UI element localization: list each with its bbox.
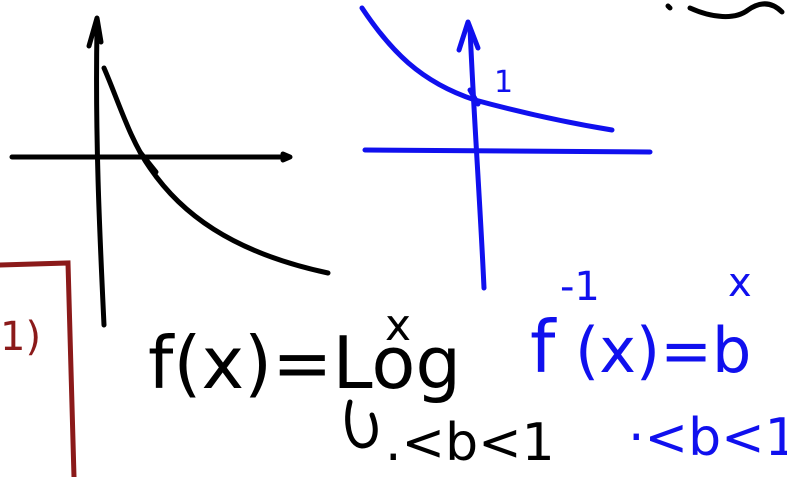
top-right-squiggle <box>665 1 785 19</box>
left-equation-hook <box>345 399 378 449</box>
left-equation-condition: .<b<1 <box>385 413 555 473</box>
right-exponential-curve <box>359 5 615 133</box>
left-equation: f(x)=Log x .<b<1 <box>148 300 555 473</box>
right-x-axis <box>362 147 653 155</box>
right-equation: f -1 (x)=b x ·<b<1 <box>530 260 787 468</box>
red-frame-text: 1) <box>0 314 41 360</box>
right-equation-exponent: x <box>728 260 752 306</box>
right-intercept-mark <box>467 87 481 107</box>
right-equation-rest: (x)=b <box>575 314 751 387</box>
right-equation-f: f <box>530 305 557 389</box>
right-equation-condition: ·<b<1 <box>628 408 787 468</box>
right-y-axis <box>467 25 487 291</box>
right-equation-superscript: -1 <box>560 264 600 310</box>
left-equation-lhs: f(x)=Log <box>148 321 461 405</box>
left-equation-exponent: x <box>385 300 411 351</box>
left-y-axis-arrowhead <box>86 15 104 49</box>
red-frame <box>0 260 77 477</box>
left-y-axis <box>94 25 107 328</box>
right-intercept-label: 1 <box>494 65 513 100</box>
left-decreasing-curve <box>101 65 331 276</box>
left-graph <box>9 15 331 328</box>
left-intercept-mark <box>137 149 159 175</box>
right-graph <box>359 5 653 291</box>
right-y-axis-arrowhead <box>456 19 481 53</box>
